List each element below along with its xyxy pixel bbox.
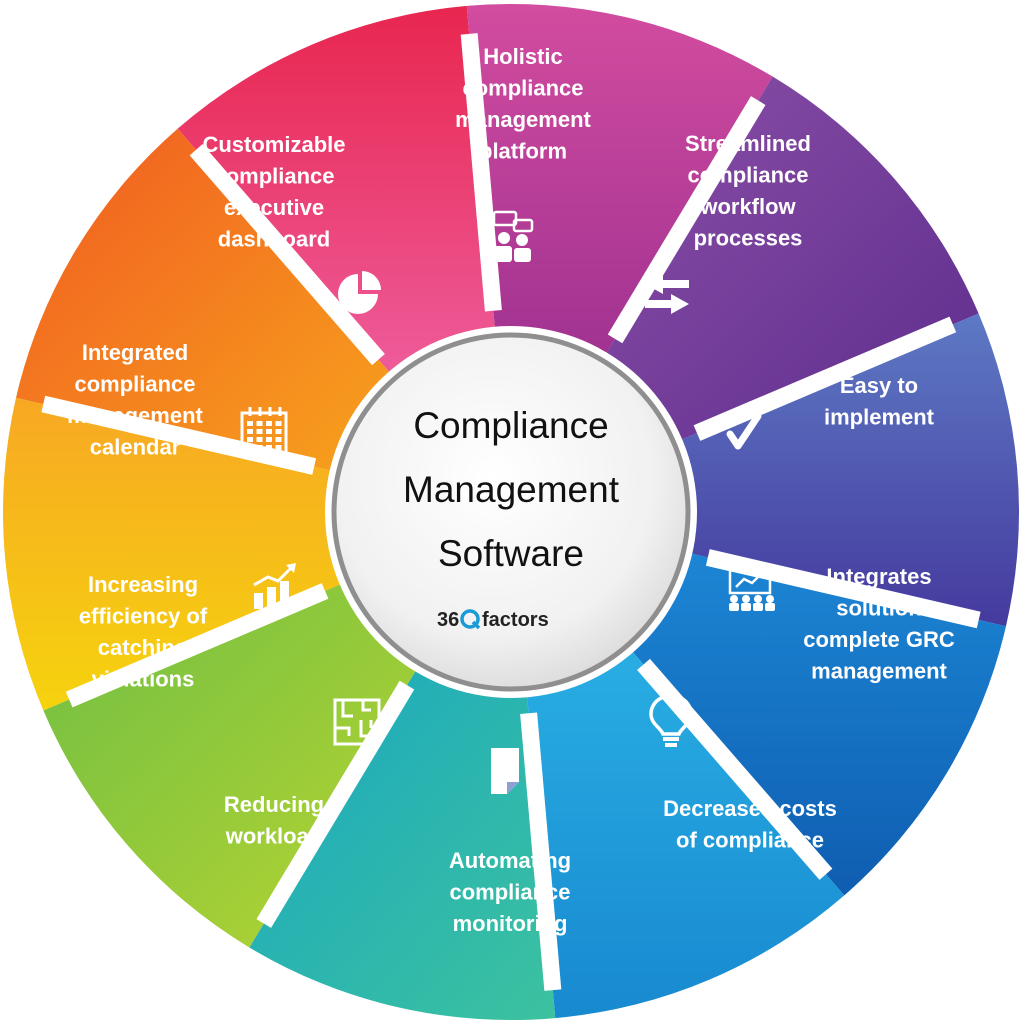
brand-q-icon bbox=[460, 609, 481, 630]
document-icon bbox=[491, 748, 519, 794]
segment-label: Increasing efficiency of catching violation… bbox=[79, 572, 208, 692]
segment-label: Streamlined compliance workflow processes bbox=[685, 131, 811, 251]
calendar-icon bbox=[240, 407, 288, 455]
segment-divider bbox=[637, 658, 833, 880]
segment-label-line: Customizable bbox=[202, 132, 345, 157]
segment-label-line: Integrated bbox=[82, 340, 188, 365]
wheel-segment bbox=[526, 646, 845, 1019]
segment-label-line: compliance bbox=[74, 372, 195, 397]
segment-label: Integrated compliance management calendar bbox=[67, 340, 203, 460]
segment-label-line: compliance bbox=[462, 76, 583, 101]
segment-label-line: management bbox=[67, 403, 203, 428]
checkmark-icon bbox=[726, 412, 762, 450]
segment-label-line: Automating bbox=[449, 848, 571, 873]
segment-label-line: Holistic bbox=[483, 44, 562, 69]
growth-chart-icon bbox=[253, 563, 296, 609]
people-chat-icon bbox=[492, 210, 534, 262]
segment-label-line: management bbox=[455, 107, 591, 132]
segment-label-line: monitoring bbox=[453, 911, 568, 936]
segment-label-line: Integrates bbox=[826, 564, 931, 589]
segment-label-line: Decreases costs bbox=[663, 796, 837, 821]
segment-label-line: workflow bbox=[699, 194, 796, 219]
segment-label-line: Streamlined bbox=[685, 131, 811, 156]
segment-label-line: Increasing bbox=[88, 572, 198, 597]
segment-label-line: platform bbox=[479, 139, 567, 164]
maze-icon bbox=[333, 698, 381, 746]
wheel-segment bbox=[466, 3, 773, 360]
segment-label-line: workload bbox=[225, 824, 323, 849]
segment-divider bbox=[460, 33, 502, 312]
wheel-segment bbox=[2, 397, 348, 711]
segment-divider bbox=[189, 144, 385, 366]
presentation-chart-icon bbox=[728, 565, 775, 611]
center-title-line-1: Compliance bbox=[413, 405, 608, 446]
wheel-segment bbox=[627, 552, 1006, 896]
brand-prefix: 36 bbox=[437, 609, 459, 631]
segment-label: Integrates solution complete GRC management bbox=[803, 564, 955, 684]
segment-divider bbox=[41, 395, 317, 475]
segment-label-line: compliance bbox=[687, 163, 808, 188]
wheel-segment bbox=[16, 128, 395, 472]
segment-label: Holistic compliance management platform bbox=[455, 44, 591, 164]
segment-label-line: calendar bbox=[90, 435, 181, 460]
segment-label: Decreases costs of compliance bbox=[663, 796, 837, 853]
segment-label-line: implement bbox=[824, 405, 935, 430]
segment-label-line: Easy to bbox=[840, 373, 918, 398]
segment-label-line: complete GRC bbox=[803, 627, 955, 652]
segment-label-line: solution bbox=[836, 596, 922, 621]
labels-layer: Holistic compliance management platform Stre… bbox=[67, 44, 955, 936]
center-title-line-2: Management bbox=[403, 469, 620, 510]
lightbulb-icon bbox=[649, 694, 693, 747]
brand-logo: 36 factors bbox=[437, 609, 549, 631]
wheel-segment bbox=[177, 5, 496, 378]
segment-label-line: catching bbox=[98, 635, 188, 660]
segment-divider bbox=[607, 96, 766, 344]
pie-chart-icon bbox=[338, 271, 381, 314]
center-title-line-3: Software bbox=[438, 533, 584, 574]
segment-divider bbox=[520, 712, 562, 991]
icons-layer bbox=[240, 210, 775, 794]
segment-divider bbox=[65, 583, 329, 708]
swap-arrows-icon bbox=[645, 274, 689, 314]
center-circle: Compliance Management Software 36 factor… bbox=[325, 326, 697, 698]
segment-label-line: dashboard bbox=[218, 227, 330, 252]
segment-label: Reducing workload bbox=[224, 792, 324, 849]
segment-label: Easy to implement bbox=[824, 373, 935, 430]
segment-label-line: management bbox=[811, 659, 947, 684]
segment-divider bbox=[693, 316, 957, 441]
segment-label-line: executive bbox=[224, 195, 324, 220]
segment-divider bbox=[705, 549, 981, 629]
wheel-segment bbox=[674, 313, 1020, 627]
segment-label-line: processes bbox=[694, 226, 803, 251]
segment-label: Automating compliance monitoring bbox=[449, 848, 571, 936]
brand-suffix: factors bbox=[482, 609, 549, 631]
segment-label-line: violations bbox=[92, 667, 195, 692]
segment-label: Customizable compliance executive dashboard bbox=[202, 132, 345, 252]
segment-label-line: compliance bbox=[449, 880, 570, 905]
wheel-segment bbox=[249, 664, 556, 1020]
segment-label-line: Reducing bbox=[224, 792, 324, 817]
segment-label-line: efficiency of bbox=[79, 604, 208, 629]
segment-label-line: compliance bbox=[213, 164, 334, 189]
segment-label-line: of compliance bbox=[676, 828, 824, 853]
